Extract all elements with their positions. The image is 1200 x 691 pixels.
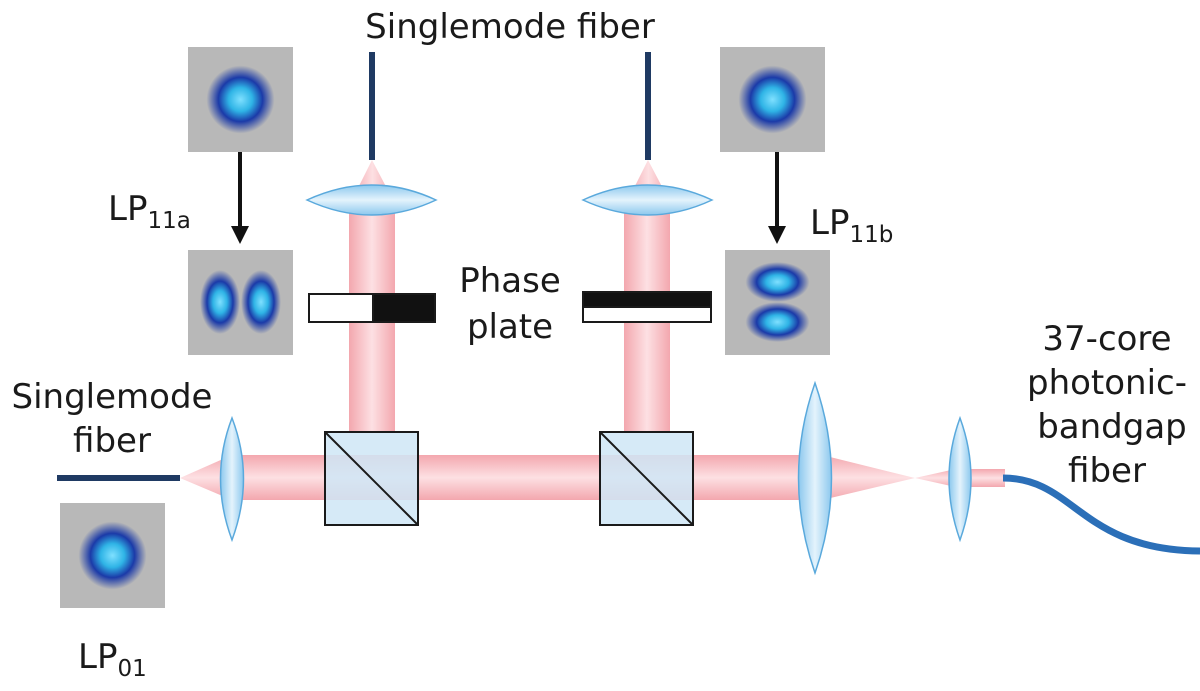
label-phase-plate-line1: Phase [459,261,561,301]
mode-image-lp11a [188,250,293,355]
phase-plates [308,291,712,323]
focus-beam-cone [822,455,915,500]
lens-top-left [305,184,438,216]
label-output-fiber-line1: 37-core [1042,319,1171,359]
label-lp11b: LP11b [810,203,893,248]
label-phase-plate-line2: plate [467,307,553,347]
mode-conversion-arrows [231,152,786,244]
arrow-down-right [768,152,786,244]
labels: Singlemode fiber LP11a LP11b Phase plate… [12,7,1187,682]
label-lp11a: LP11a [108,189,191,234]
mode-image-top-right [720,47,825,152]
label-singlemode-fiber-top: Singlemode fiber [365,7,655,47]
mode-image-lp01 [60,503,165,608]
arrow-down-left [231,152,249,244]
label-lp01: LP01 [78,637,147,682]
phase-plate-right [582,291,712,323]
beam-splitter-2 [599,431,694,526]
label-singlemode-fiber-left-line1: Singlemode [12,377,213,417]
input-beam-cone [180,455,232,500]
label-singlemode-fiber-left-line2: fiber [73,421,151,461]
phase-plate-left [308,293,436,323]
output-bandgap-fiber [1002,474,1200,555]
fibers [57,52,1200,555]
beam-splitters [324,431,694,526]
label-output-fiber-line2: photonic- [1027,363,1187,403]
lens-input [219,415,245,543]
lens-focusing [797,380,833,576]
mode-image-top-left [188,47,293,152]
mode-image-lp11b [725,250,830,355]
beam-paths [180,160,1005,500]
mode-profiles [60,47,830,608]
main-horizontal-beam [232,455,822,500]
label-output-fiber-line3: bandgap [1037,407,1187,447]
lenses [219,184,972,576]
beam-splitter-1 [324,431,419,526]
lens-coupling [948,415,972,543]
lens-top-right [581,184,714,216]
label-output-fiber-line4: fiber [1068,451,1146,491]
